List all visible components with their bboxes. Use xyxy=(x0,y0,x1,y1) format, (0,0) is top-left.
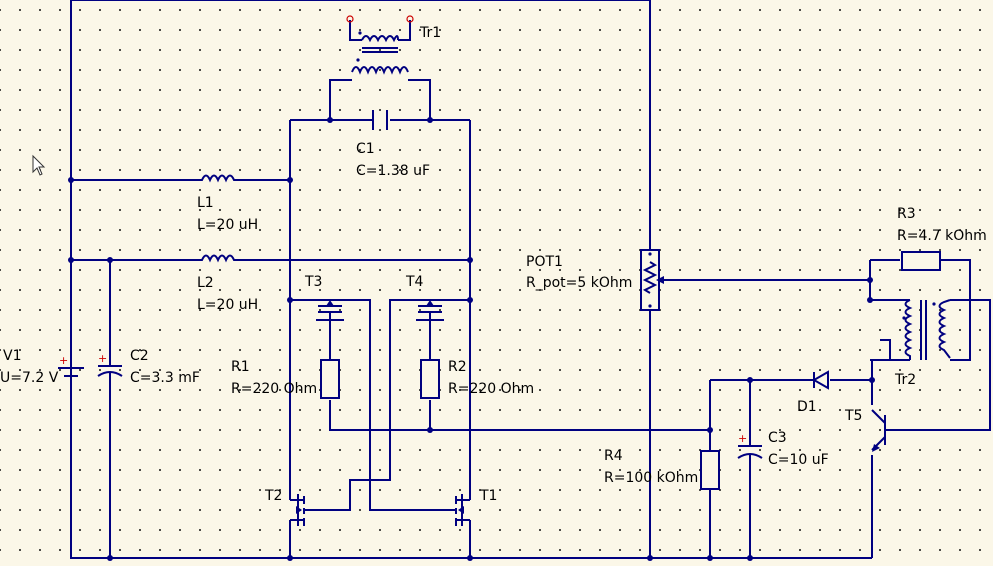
l2-name: L2 xyxy=(197,275,214,291)
resistor-r2[interactable]: R2 R=220 Ohm xyxy=(420,359,534,399)
mosfet-t3[interactable]: T3 xyxy=(304,274,350,321)
r1-value: R=220 Ohm xyxy=(231,381,317,397)
r2-name: R2 xyxy=(448,359,467,375)
transformer-tr2[interactable]: Tr2 xyxy=(894,299,951,388)
capacitor-c3[interactable]: + C3 C=10 uF xyxy=(737,430,829,468)
capacitor-c1[interactable]: C1 C=1.38 uF xyxy=(356,110,430,179)
transistor-t5[interactable]: T5 xyxy=(844,408,886,452)
d1-label: D1 xyxy=(797,399,817,415)
svg-text:+: + xyxy=(59,354,68,367)
resistor-r4[interactable]: R4 R=100 kOhm xyxy=(604,448,720,490)
v1-name: V1 xyxy=(3,348,21,364)
mosfet-t2[interactable]: T2 xyxy=(264,488,310,526)
potentiometer-pot1[interactable]: POT1 R_pot=5 kOhm xyxy=(526,249,668,311)
c1-name: C1 xyxy=(356,141,375,157)
junction-dots xyxy=(68,117,875,561)
t1-label: T1 xyxy=(479,488,497,504)
svg-text:+: + xyxy=(98,352,107,365)
inductor-l1[interactable]: L1 L=20 uH xyxy=(190,174,258,234)
mosfet-t1[interactable]: T1 xyxy=(450,488,497,526)
mosfet-t4[interactable]: T4 xyxy=(405,274,450,321)
wires xyxy=(70,0,991,559)
t3-label: T3 xyxy=(304,274,322,290)
c2-name: C2 xyxy=(130,348,149,364)
resistor-r1[interactable]: R1 R=220 Ohm xyxy=(231,359,340,399)
tr2-label: Tr2 xyxy=(894,372,916,388)
c2-value: C=3.3 mF xyxy=(130,370,200,386)
mouse-cursor-icon xyxy=(32,154,46,176)
pot1-value: R_pot=5 kOhm xyxy=(526,275,632,291)
v1-value: U=7.2 V xyxy=(0,370,59,386)
r4-name: R4 xyxy=(604,448,623,464)
t5-label: T5 xyxy=(844,408,862,424)
l1-value: L=20 uH xyxy=(197,217,258,233)
battery-v1[interactable]: + V1 U=7.2 V xyxy=(0,348,84,558)
r2-value: R=220 Ohm xyxy=(448,381,534,397)
r3-name: R3 xyxy=(897,206,916,222)
pot1-name: POT1 xyxy=(526,254,563,270)
resistor-r3[interactable]: R3 R=4.7 kOhm xyxy=(897,206,987,271)
capacitor-c2[interactable]: + C2 C=3.3 mF xyxy=(97,348,200,400)
l1-name: L1 xyxy=(197,195,214,211)
r1-name: R1 xyxy=(231,359,250,375)
c3-value: C=10 uF xyxy=(768,452,829,468)
t2-label: T2 xyxy=(264,488,282,504)
t4-label: T4 xyxy=(405,274,424,290)
l2-value: L=20 uH xyxy=(197,297,258,313)
inductor-l2[interactable]: L2 L=20 uH xyxy=(190,254,258,314)
r4-value: R=100 kOhm xyxy=(604,470,698,486)
transformer-tr1[interactable]: Tr1 xyxy=(346,15,441,75)
c3-name: C3 xyxy=(768,430,787,446)
tr1-label: Tr1 xyxy=(419,25,441,41)
r3-value: R=4.7 kOhm xyxy=(897,228,987,244)
svg-text:+: + xyxy=(738,432,747,445)
diode-d1[interactable]: D1 xyxy=(797,370,829,415)
c1-value: C=1.38 uF xyxy=(356,163,430,179)
